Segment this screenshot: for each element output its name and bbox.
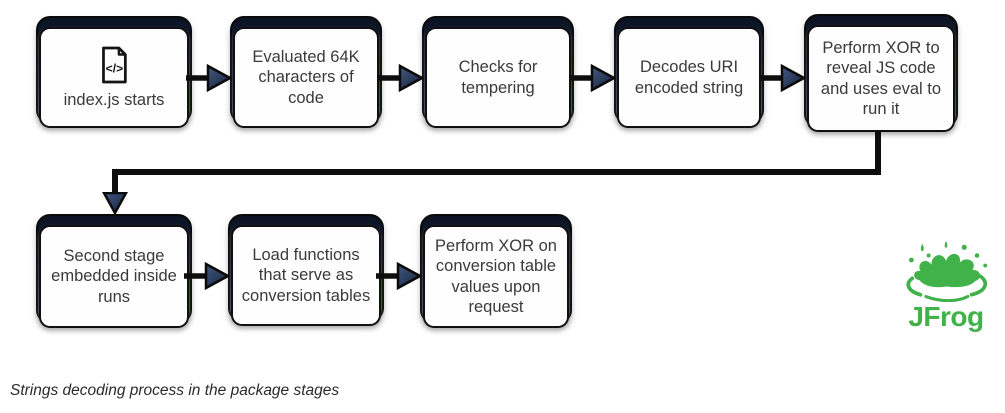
arrow-right-icon bbox=[570, 63, 616, 93]
node-label: Checks for tempering bbox=[458, 58, 538, 97]
svg-text:</>: </> bbox=[106, 61, 124, 75]
connector-horizontal-segment bbox=[112, 169, 881, 175]
node-checks-tempering: Checks for tempering bbox=[422, 16, 574, 128]
node-body: Second stage embedded inside runs bbox=[39, 225, 189, 328]
connector-vertical-segment bbox=[112, 175, 118, 194]
node-body: Perform XOR on conversion table values u… bbox=[423, 225, 569, 328]
diagram-caption: Strings decoding process in the package … bbox=[10, 382, 340, 399]
node-evaluated-64k: Evaluated 64K characters of code bbox=[230, 16, 382, 128]
connector-vertical-segment bbox=[875, 130, 881, 175]
node-label: index.js starts bbox=[63, 90, 165, 109]
arrow-down-icon bbox=[102, 192, 128, 215]
node-xor-conversion-table: Perform XOR on conversion table values u… bbox=[420, 214, 572, 328]
node-body: Checks for tempering bbox=[425, 27, 571, 128]
arrow-right-icon bbox=[378, 63, 424, 93]
arrow-right-icon bbox=[184, 261, 230, 291]
node-perform-xor-eval: Perform XOR to reveal JS code and uses e… bbox=[804, 14, 958, 132]
arrow-right-icon bbox=[186, 63, 232, 93]
node-body: Decodes URI encoded string bbox=[617, 27, 761, 128]
node-second-stage: Second stage embedded inside runs bbox=[36, 214, 192, 328]
node-body: </> index.js starts bbox=[39, 27, 189, 128]
node-label: Perform XOR to reveal JS code and uses e… bbox=[820, 38, 942, 118]
node-index-js-starts: </> index.js starts bbox=[36, 16, 192, 128]
node-label: Perform XOR on conversion table values u… bbox=[435, 236, 557, 316]
code-file-icon: </> bbox=[102, 46, 127, 84]
jfrog-logo: JFrog bbox=[898, 240, 994, 331]
node-label: Evaluated 64K characters of code bbox=[252, 47, 360, 107]
node-label: Load functions that serve as conversion … bbox=[241, 245, 371, 305]
node-body: Evaluated 64K characters of code bbox=[233, 27, 379, 128]
jfrog-logo-text: JFrog bbox=[908, 301, 984, 332]
node-body: Perform XOR to reveal JS code and uses e… bbox=[807, 25, 955, 132]
node-label: Decodes URI encoded string bbox=[634, 58, 744, 97]
arrow-right-icon bbox=[376, 261, 422, 291]
node-load-functions: Load functions that serve as conversion … bbox=[228, 214, 384, 326]
node-decodes-uri: Decodes URI encoded string bbox=[614, 16, 764, 128]
jfrog-splash-icon bbox=[906, 240, 988, 303]
node-label: Second stage embedded inside runs bbox=[51, 246, 177, 306]
arrow-right-icon bbox=[760, 63, 806, 93]
node-body: Load functions that serve as conversion … bbox=[231, 225, 381, 326]
